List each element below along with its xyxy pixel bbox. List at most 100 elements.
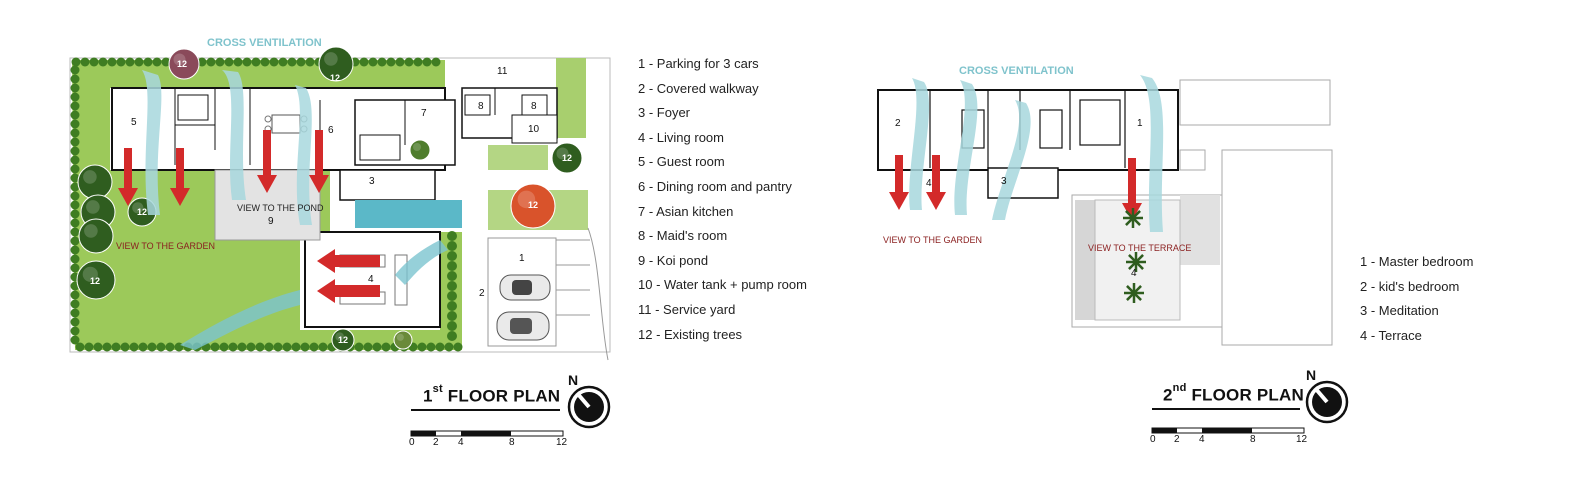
hedge-shrub — [251, 57, 261, 67]
scale-tick: 8 — [509, 437, 515, 448]
tree-12-label-f: 12 — [90, 276, 101, 286]
floor-1-title: 1st FLOOR PLAN — [423, 383, 561, 407]
hedge-shrub — [318, 342, 328, 352]
hedge-shrub — [70, 317, 80, 327]
roof-outline — [1179, 79, 1331, 126]
hedge-shrub — [143, 57, 153, 67]
title-ordinal: 2 — [1163, 385, 1173, 405]
terrace-planter-west — [1075, 200, 1095, 320]
foyer-block — [339, 169, 436, 201]
hedge-shrub — [93, 342, 103, 352]
meditation-block — [987, 167, 1059, 199]
hedge-shrub — [70, 191, 80, 201]
car-2 — [496, 311, 550, 341]
hedge-shrub — [447, 291, 457, 301]
title-text: FLOOR PLAN — [447, 386, 561, 406]
hedge-shrub — [372, 342, 382, 352]
palm-frond — [1135, 254, 1144, 263]
hedge-shrub — [453, 342, 463, 352]
hedge-shrub — [70, 155, 80, 165]
hedge-shrub — [120, 342, 130, 352]
hedge-shrub — [300, 342, 310, 352]
hedge-shrub — [70, 263, 80, 273]
hedge-shrub — [435, 342, 445, 352]
hedge-shrub — [368, 57, 378, 67]
legend-item: 12 - Existing trees — [638, 326, 743, 342]
hedge-shrub — [70, 290, 80, 300]
terrace-outline — [1071, 194, 1223, 328]
hedge-shrub — [70, 245, 80, 255]
view-to-pond-label: VIEW TO THE POND — [237, 203, 324, 213]
hedge-shrub — [165, 342, 175, 352]
hedge-shrub — [363, 342, 373, 352]
north-arrow-2 — [1305, 380, 1349, 424]
parking-area — [487, 227, 609, 361]
hedge-shrub — [138, 342, 148, 352]
tree-highlight — [132, 202, 144, 214]
tree-highlight — [335, 332, 345, 342]
legend-item: 10 - Water tank + pump room — [638, 277, 807, 293]
hedge-shrub — [444, 342, 454, 352]
lower-roof-outline — [1221, 149, 1333, 346]
room-1-number: 1 — [519, 253, 525, 264]
scale-tick: 2 — [433, 437, 439, 448]
hedge-shrub — [70, 110, 80, 120]
tree-highlight — [517, 190, 536, 209]
scale-tick: 2 — [1174, 434, 1180, 445]
hedge-shrub — [70, 308, 80, 318]
scale-tick: 0 — [409, 437, 415, 448]
scale-bar-1 — [410, 409, 564, 437]
tree-canopy — [510, 183, 556, 229]
room-2-number: 2 — [479, 288, 485, 299]
cross-ventilation-label-2: CROSS VENTILATION — [959, 65, 1074, 77]
tree-12-label-a: 12 — [177, 59, 188, 69]
tree-highlight — [396, 333, 404, 341]
hedge-shrub — [447, 331, 457, 341]
hedge-shrub — [70, 146, 80, 156]
palm-frond — [1133, 285, 1142, 294]
tree-highlight — [556, 147, 569, 160]
room-4-terrace-number: 4 — [1131, 268, 1137, 279]
hedge-shrub — [273, 342, 283, 352]
hedge-shrub — [447, 241, 457, 251]
legend-item: 1 - Parking for 3 cars — [638, 56, 759, 71]
tree-canopy — [409, 139, 431, 161]
hedge-shrub — [70, 227, 80, 237]
airflow-ribbons-1 — [142, 70, 312, 225]
north-label-2: N — [1306, 367, 1317, 383]
scale-bar-2 — [1151, 408, 1305, 434]
hedge-shrub — [422, 57, 432, 67]
hedge-shrub — [386, 57, 396, 67]
hedge-shrub — [305, 57, 315, 67]
hedge-shrub — [447, 251, 457, 261]
hedge-shrub — [206, 57, 216, 67]
hedge-shrub — [447, 281, 457, 291]
hedge-shrub — [228, 342, 238, 352]
tree-highlight — [82, 266, 98, 282]
hedge-shrub — [255, 342, 265, 352]
tree-12-label-b: 12 — [330, 73, 341, 83]
hedge-shrub — [269, 57, 279, 67]
tree-canopy — [78, 218, 114, 254]
hedge-shrub — [70, 209, 80, 219]
room-10-number: 10 — [528, 124, 540, 135]
hedge-shrub — [210, 342, 220, 352]
legend-item: 3 - Foyer — [638, 105, 691, 121]
hedge-shrub — [70, 254, 80, 264]
hedge-shrub — [395, 57, 405, 67]
terrace-deck-east — [1180, 195, 1220, 265]
hedge-shrub — [413, 57, 423, 67]
room-8b-number: 8 — [531, 101, 537, 112]
hedge-shrub — [98, 57, 108, 67]
legend-item: 4 - Terrace — [1360, 327, 1422, 343]
north-label-1: N — [568, 372, 579, 388]
hedge-shrub — [75, 342, 85, 352]
airflow-ribbons-2 — [909, 75, 1164, 232]
title-ordinal: 1 — [423, 386, 433, 406]
legend-floor-2: 1 - Master bedroom 2 - kid's bedroom 3 -… — [1360, 250, 1473, 348]
water-tank-room — [511, 114, 558, 144]
scale-tick: 12 — [1296, 434, 1308, 445]
hedge-shrub — [70, 236, 80, 246]
koi-pond-water — [355, 200, 462, 228]
hedge-shrub — [224, 57, 234, 67]
